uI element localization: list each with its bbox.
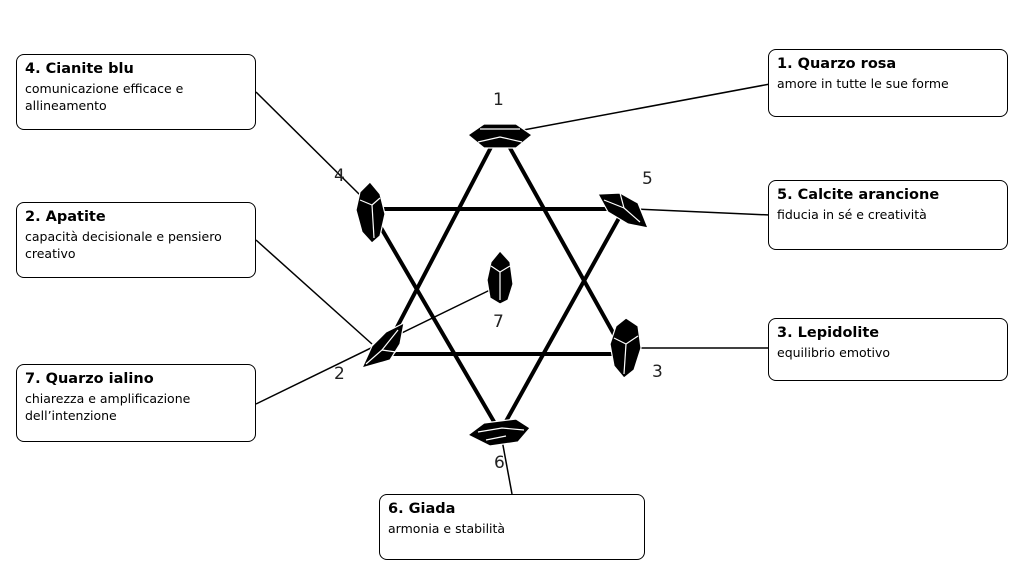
connector-4 (255, 91, 361, 196)
number-label-6: 6 (494, 453, 505, 473)
crystal-5-icon (597, 192, 649, 229)
connector-2 (255, 239, 373, 345)
crystal-6-icon (467, 418, 531, 447)
box-title: 5. Calcite arancione (777, 187, 940, 203)
box-title: 1. Quarzo rosa (777, 56, 897, 72)
box-title: 6. Giada (388, 501, 456, 517)
crystal-box-7: 7. Quarzo ialino chiarezza e amplificazi… (16, 364, 256, 442)
crystal-box-6: 6. Giada armonia e stabilità (379, 494, 645, 560)
box-title: 2. Apatite (25, 209, 106, 225)
number-label-7: 7 (493, 312, 504, 332)
number-label-2: 2 (334, 364, 345, 384)
crystal-1-icon (467, 123, 533, 149)
connector-5 (634, 208, 771, 216)
box-title: 4. Cianite blu (25, 61, 134, 77)
crystal-box-4: 4. Cianite blu comunicazione efficace e … (16, 54, 256, 130)
crystal-box-2: 2. Apatite capacità decisionale e pensie… (16, 202, 256, 278)
connector-1 (517, 83, 771, 132)
box-description: amore in tutte le sue forme (777, 76, 949, 91)
hexagram (368, 128, 627, 434)
number-label-5: 5 (642, 169, 653, 189)
box-description: fiducia in sé e creatività (777, 207, 927, 222)
crystal-box-3: 3. Lepidolite equilibrio emotivo (768, 318, 1008, 381)
box-description: capacità decisionale e pensiero creativo (25, 229, 222, 261)
box-title: 7. Quarzo ialino (25, 371, 154, 387)
number-label-1: 1 (493, 90, 504, 110)
number-label-3: 3 (652, 362, 663, 382)
box-title: 3. Lepidolite (777, 325, 880, 341)
crystal-4-icon (355, 181, 386, 244)
crystal-2-icon (361, 322, 405, 369)
crystal-box-5: 5. Calcite arancione fiducia in sé e cre… (768, 180, 1008, 250)
crystal-box-1: 1. Quarzo rosa amore in tutte le sue for… (768, 49, 1008, 117)
connector-lines (255, 83, 771, 495)
box-description: chiarezza e amplificazione dell’intenzio… (25, 391, 191, 423)
crystal-7-icon (486, 250, 514, 305)
triangle-up (381, 128, 627, 356)
crystal-3-icon (609, 317, 642, 379)
box-description: armonia e stabilità (388, 521, 506, 536)
box-description: comunicazione efficace e allineamento (25, 81, 184, 113)
box-description: equilibrio emotivo (777, 345, 891, 360)
number-label-4: 4 (334, 166, 345, 186)
triangle-down (368, 207, 626, 434)
connector-6 (501, 439, 513, 495)
